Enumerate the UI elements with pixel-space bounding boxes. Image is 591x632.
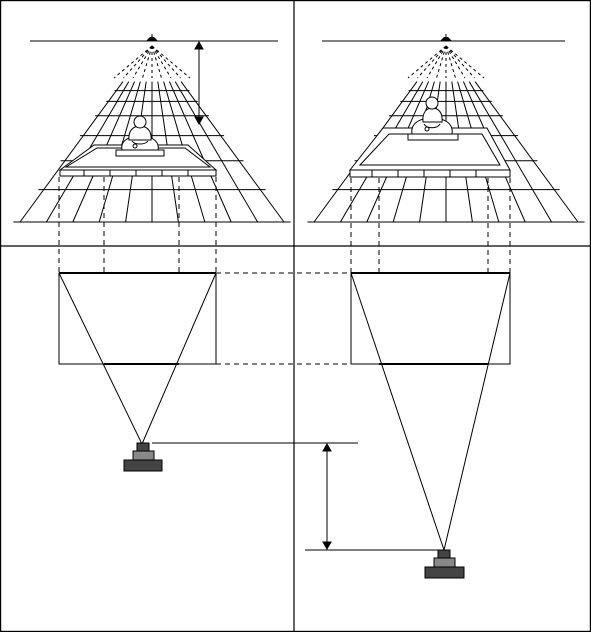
light-ray <box>151 45 172 79</box>
grid-radial-line <box>468 81 553 223</box>
top-left-perspective-view <box>13 34 291 223</box>
view-ray-right <box>443 272 511 551</box>
grid-radial-line <box>474 81 579 223</box>
view-ray-left <box>58 272 143 445</box>
stage-rect <box>350 272 511 365</box>
light-ray <box>123 45 153 79</box>
stage-rect <box>58 272 217 365</box>
camera-icon <box>123 442 163 472</box>
light-ray <box>113 45 153 79</box>
light-ray <box>445 45 466 79</box>
grid-radial-line <box>19 81 124 223</box>
double-arrow-icon <box>322 442 332 551</box>
light-ray <box>417 45 447 79</box>
seated-figure-icon <box>407 96 459 141</box>
light-ray <box>151 45 191 79</box>
light-ray <box>445 45 475 79</box>
bottom-right-plan-view <box>305 272 511 579</box>
perspective-rays <box>407 45 485 79</box>
top-right-perspective-view <box>307 34 585 223</box>
light-ray <box>132 45 153 79</box>
grid-radial-line <box>174 81 259 223</box>
light-ray <box>426 45 447 79</box>
grid-radial-line <box>180 81 285 223</box>
floor-grid <box>13 81 291 223</box>
view-ray-right <box>141 272 217 445</box>
light-ray <box>407 45 447 79</box>
light-ray <box>151 45 181 79</box>
projection-guides <box>58 177 511 365</box>
seated-figure-icon <box>115 115 165 157</box>
grid-radial-line <box>168 81 232 223</box>
floor-grid <box>307 81 585 223</box>
light-ray <box>445 45 485 79</box>
double-arrow-icon <box>194 40 204 126</box>
camera-icon <box>424 549 465 579</box>
view-ray-left <box>350 272 445 551</box>
platform <box>348 127 511 178</box>
perspective-rays <box>113 45 191 79</box>
platform <box>58 144 218 177</box>
bottom-left-plan-view <box>58 272 358 472</box>
viewpoint-marker-icon <box>440 34 452 41</box>
viewpoint-marker-icon <box>146 34 158 41</box>
